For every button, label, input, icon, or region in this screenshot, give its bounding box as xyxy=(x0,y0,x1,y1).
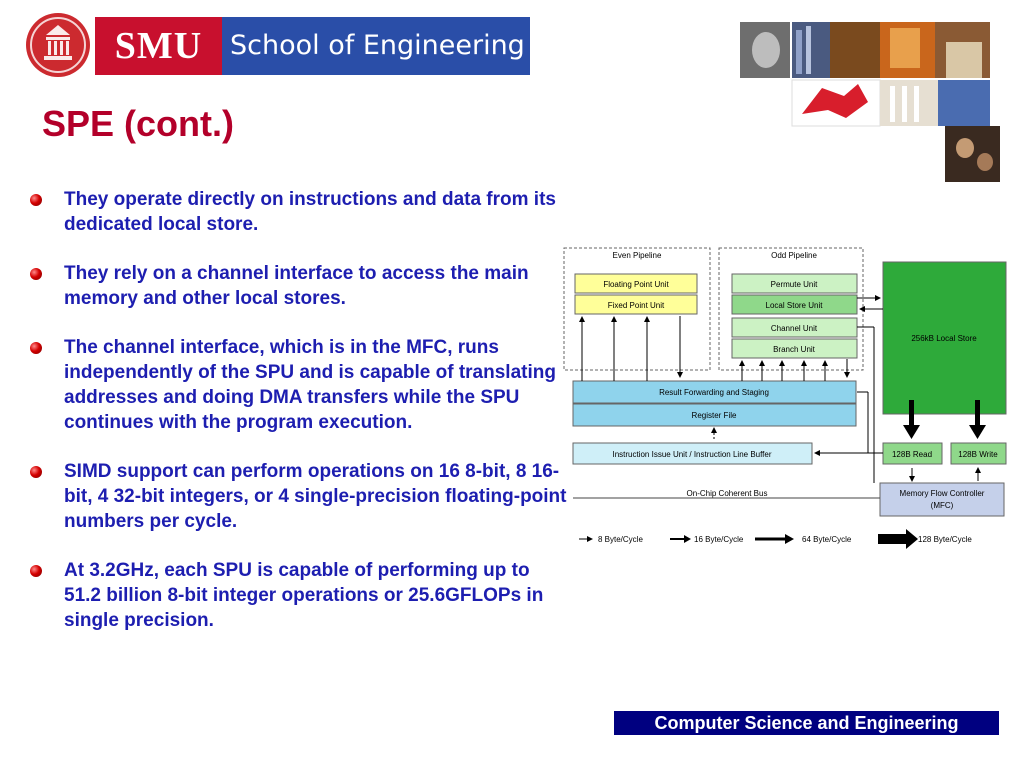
bullet-icon xyxy=(30,466,42,478)
bullet-text: At 3.2GHz, each SPU is capable of perfor… xyxy=(64,560,544,631)
local-store-label: 256kB Local Store xyxy=(911,334,977,343)
local-store-thick-arrows xyxy=(903,400,986,439)
local-store-unit-box xyxy=(731,294,858,315)
spe-architecture-diagram: Even Pipeline Floating Point Unit Fixed … xyxy=(562,243,1012,563)
bullet-text: They rely on a channel interface to acce… xyxy=(64,263,529,309)
mfc-box xyxy=(879,482,1005,517)
fixed-point-unit-box xyxy=(574,294,698,315)
footer-label: Computer Science and Engineering xyxy=(614,711,999,735)
floating-point-unit-box xyxy=(574,273,698,294)
school-banner: SMU School of Engineering xyxy=(95,17,530,75)
legend-8-byte: 8 Byte/Cycle xyxy=(598,535,643,544)
floating-point-unit-label: Floating Point Unit xyxy=(603,280,669,289)
bullet-icon xyxy=(30,268,42,280)
legend-64-byte: 64 Byte/Cycle xyxy=(802,535,852,544)
write-128b-box xyxy=(950,442,1007,465)
bullet-text: They operate directly on instructions an… xyxy=(64,189,556,235)
channel-unit-label: Channel Unit xyxy=(771,324,818,333)
bullet-list: They operate directly on instructions an… xyxy=(30,187,570,657)
register-file-label: Register File xyxy=(692,411,737,420)
bandwidth-legend: 8 Byte/Cycle 16 Byte/Cycle 64 Byte/Cycle… xyxy=(579,529,972,549)
read-128b-label: 128B Read xyxy=(892,450,932,459)
instruction-issue-label: Instruction Issue Unit / Instruction Lin… xyxy=(612,450,771,459)
branch-unit-box xyxy=(731,338,858,359)
result-forwarding-label: Result Forwarding and Staging xyxy=(659,388,769,397)
bullet-item: They rely on a channel interface to acce… xyxy=(30,261,570,311)
pipeline-arrows xyxy=(579,295,981,483)
bullet-icon xyxy=(30,565,42,577)
result-forwarding-box xyxy=(572,380,857,404)
mfc-label-line2: (MFC) xyxy=(931,501,954,510)
register-file-box xyxy=(572,403,857,427)
mfc-label-line1: Memory Flow Controller xyxy=(900,489,985,498)
bullet-item: SIMD support can perform operations on 1… xyxy=(30,459,570,534)
on-chip-bus-label: On-Chip Coherent Bus xyxy=(687,489,768,498)
bullet-icon xyxy=(30,342,42,354)
bullet-text: The channel interface, which is in the M… xyxy=(64,337,556,433)
legend-16-byte: 16 Byte/Cycle xyxy=(694,535,744,544)
write-128b-label: 128B Write xyxy=(958,450,998,459)
odd-pipeline-label: Odd Pipeline xyxy=(771,251,817,260)
legend-128-byte: 128 Byte/Cycle xyxy=(918,535,972,544)
even-pipeline-box xyxy=(563,247,711,371)
permute-unit-box xyxy=(731,273,858,294)
smu-logo-text: SMU xyxy=(95,17,222,75)
even-pipeline-label: Even Pipeline xyxy=(613,251,662,260)
permute-unit-label: Permute Unit xyxy=(771,280,818,289)
smu-seal-logo xyxy=(26,13,90,77)
bullet-text: SIMD support can perform operations on 1… xyxy=(64,461,567,532)
fixed-point-unit-label: Fixed Point Unit xyxy=(608,301,665,310)
bullet-item: The channel interface, which is in the M… xyxy=(30,335,570,435)
school-name: School of Engineering xyxy=(222,17,530,75)
branch-unit-label: Branch Unit xyxy=(773,345,816,354)
bullet-icon xyxy=(30,194,42,206)
slide-title: SPE (cont.) xyxy=(42,103,235,144)
photo-collage xyxy=(740,22,1000,182)
bullet-item: They operate directly on instructions an… xyxy=(30,187,570,237)
local-store-block xyxy=(882,261,1007,415)
instruction-issue-box xyxy=(572,442,813,465)
local-store-unit-label: Local Store Unit xyxy=(766,301,824,310)
bullet-item: At 3.2GHz, each SPU is capable of perfor… xyxy=(30,558,570,633)
